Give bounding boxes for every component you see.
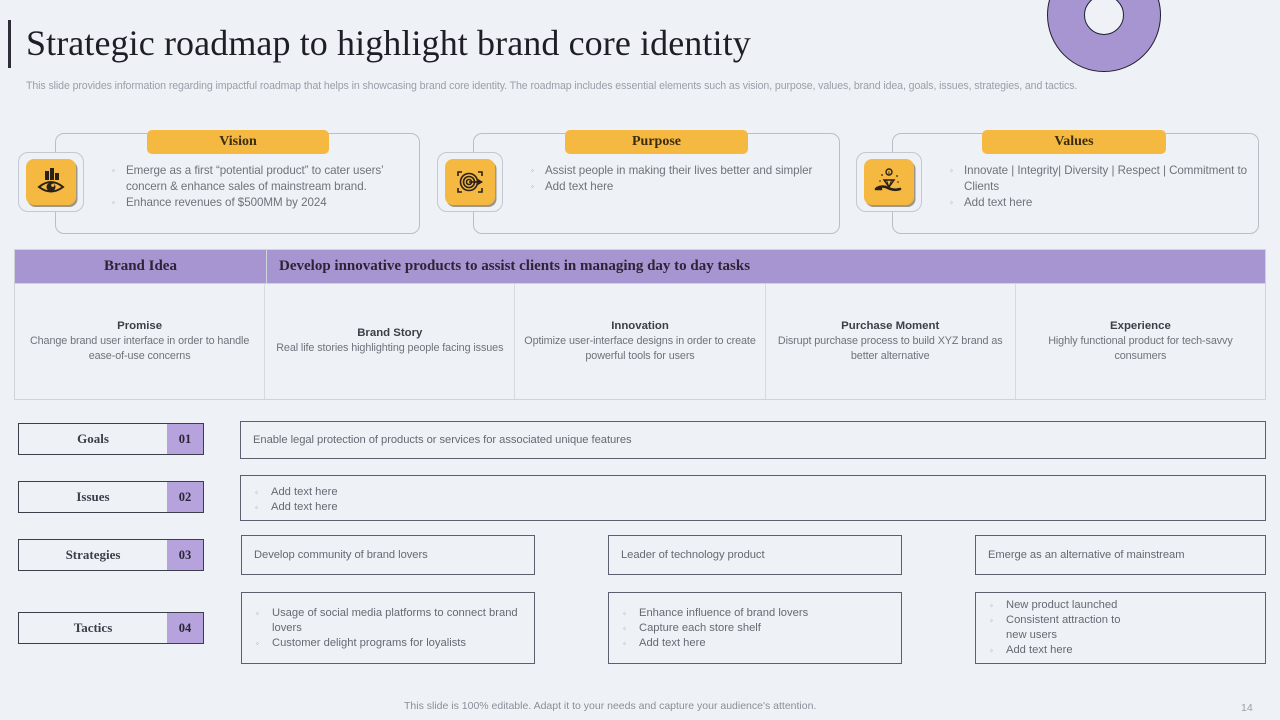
page-title: Strategic roadmap to highlight brand cor…	[26, 23, 751, 63]
table-header-row: Brand Idea Develop innovative products t…	[14, 249, 1266, 284]
row-number-strategies: 03	[167, 540, 203, 570]
bullet-icon: ◦	[256, 608, 259, 618]
bullet-icon: ◦	[990, 601, 993, 610]
list-item: ◦Add text here	[990, 644, 1073, 656]
panel-strategy-2[interactable]: Leader of technology product	[608, 535, 902, 575]
eye-city-icon	[26, 159, 76, 205]
bullet-icon: ◦	[255, 488, 258, 497]
list-item: ◦Assist people in making their lives bet…	[531, 163, 831, 179]
brand-idea-table: Brand Idea Develop innovative products t…	[14, 249, 1266, 400]
table-header-brand-idea: Brand Idea	[15, 250, 267, 283]
table-cell-brand-story: Brand Story Real life stories highlighti…	[265, 284, 516, 399]
hand-diamond-icon: $	[864, 159, 914, 205]
table-cell-experience: Experience Highly functional product for…	[1048, 320, 1233, 362]
list-item: ◦Add text here	[623, 636, 706, 649]
table-header-statement: Develop innovative products to assist cl…	[279, 258, 751, 274]
bullet-icon: ◦	[531, 166, 534, 175]
card-values-list: ◦Innovate | Integrity| Diversity | Respe…	[950, 163, 1250, 212]
panel-tactics-3[interactable]: ◦New product launched ◦Consistent attrac…	[975, 592, 1266, 664]
list-item: ◦Add text here	[950, 195, 1250, 211]
card-values-icon-frame: $	[856, 152, 922, 212]
card-purpose-icon-frame	[437, 152, 503, 212]
list-item: ◦Usage of social media platforms to conn…	[256, 606, 518, 634]
card-vision-title: Vision	[147, 130, 329, 154]
panel-tactics-2[interactable]: ◦Enhance influence of brand lovers ◦Capt…	[608, 592, 902, 664]
bullet-icon: ◦	[256, 638, 259, 648]
row-number-issues: 02	[167, 482, 203, 512]
page-subtitle: This slide provides information regardin…	[26, 80, 1078, 92]
table-cell-promise: Promise Change brand user interface in o…	[15, 284, 266, 399]
title-accent-bar	[8, 20, 11, 68]
list-item: ◦New product launched	[990, 599, 1118, 611]
bullet-icon: ◦	[950, 166, 953, 175]
list-item: ◦Capture each store shelf	[623, 621, 761, 634]
panel-tactics-1[interactable]: ◦Usage of social media platforms to conn…	[241, 592, 535, 664]
list-item: ◦Consistent attraction to new users	[990, 614, 1121, 641]
panel-strategy-3[interactable]: Emerge as an alternative of mainstream	[975, 535, 1266, 575]
bullet-icon: ◦	[531, 182, 534, 192]
bullet-icon: ◦	[990, 646, 993, 655]
list-item: ◦Emerge as a first “potential product” t…	[112, 163, 412, 195]
card-vision-list: ◦Emerge as a first “potential product” t…	[112, 163, 412, 212]
list-item: ◦Add text here	[531, 179, 831, 195]
table-body-row: Promise Change brand user interface in o…	[14, 284, 1266, 400]
target-arrow-icon	[445, 159, 495, 205]
decorative-ring-hole	[1084, 0, 1124, 35]
card-vision-icon-frame	[18, 152, 84, 212]
list-item: ◦Add text here	[255, 486, 338, 498]
card-values-title: Values	[982, 130, 1166, 154]
row-label-issues[interactable]: Issues 02	[18, 481, 204, 513]
panel-goals[interactable]: Enable legal protection of products or s…	[240, 421, 1266, 459]
list-item: ◦Customer delight programs for loyalists	[256, 636, 466, 649]
table-cell-innovation: Innovation Optimize user-interface desig…	[515, 284, 766, 399]
table-cell-purchase-moment: Purchase Moment Disrupt purchase process…	[766, 284, 1016, 399]
bullet-icon: ◦	[623, 608, 626, 618]
bullet-icon: ◦	[112, 198, 115, 208]
bullet-icon: ◦	[255, 503, 258, 512]
list-item: ◦Innovate | Integrity| Diversity | Respe…	[950, 163, 1250, 195]
row-label-goals[interactable]: Goals 01	[18, 423, 204, 455]
card-purpose-list: ◦Assist people in making their lives bet…	[531, 163, 831, 195]
footer-note: This slide is 100% editable. Adapt it to…	[404, 700, 817, 712]
svg-text:$: $	[888, 170, 891, 175]
row-number-tactics: 04	[167, 613, 203, 643]
bullet-icon: ◦	[990, 616, 993, 625]
list-item: ◦Enhance revenues of $500MM by 2024	[112, 195, 412, 211]
page-number: 14	[1241, 702, 1253, 714]
card-purpose-title: Purpose	[565, 130, 748, 154]
list-item: ◦Add text here	[255, 501, 338, 513]
row-label-tactics[interactable]: Tactics 04	[18, 612, 204, 644]
bullet-icon: ◦	[950, 198, 953, 208]
bullet-icon: ◦	[623, 623, 626, 633]
list-item: ◦Enhance influence of brand lovers	[623, 606, 809, 619]
row-number-goals: 01	[167, 424, 203, 454]
panel-issues[interactable]: ◦Add text here ◦Add text here	[240, 475, 1266, 521]
bullet-icon: ◦	[112, 166, 115, 175]
panel-strategy-1[interactable]: Develop community of brand lovers	[241, 535, 535, 575]
row-label-strategies[interactable]: Strategies 03	[18, 539, 204, 571]
bullet-icon: ◦	[623, 638, 626, 648]
